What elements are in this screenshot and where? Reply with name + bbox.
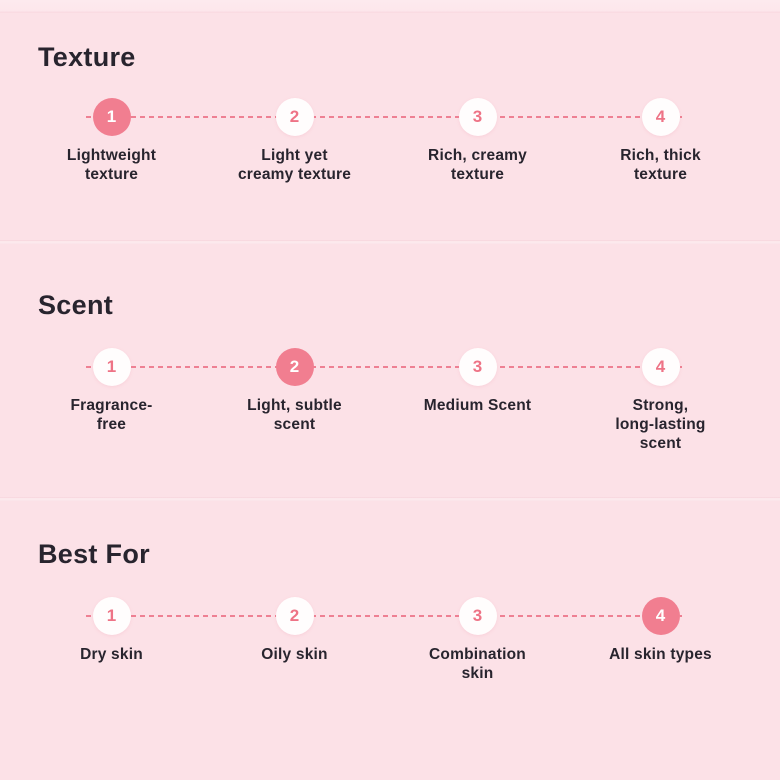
step-number: 3	[472, 107, 483, 126]
step-label: Oily skin	[261, 646, 328, 663]
section-title-scent: Scent	[38, 290, 114, 320]
step-item: 4 Rich, thick texture	[569, 98, 752, 184]
step-item: 1 Fragrance- free	[20, 348, 203, 453]
section-texture: Texture 1 Lightweight texture 2 Light ye…	[0, 0, 780, 240]
step-number: 4	[655, 357, 666, 376]
scent-scale: 1 Fragrance- free 2 Light, subtle scent …	[0, 348, 780, 453]
section-divider	[0, 497, 780, 501]
step-circle: 4	[641, 348, 680, 386]
step-label: Rich, creamy texture	[428, 147, 527, 183]
step-item: 4 Strong, long-lasting scent	[569, 348, 752, 453]
step-number: 1	[106, 357, 117, 376]
dashed-connector-line	[86, 366, 682, 368]
step-label: Light yet creamy texture	[237, 147, 352, 183]
step-label: Fragrance- free	[70, 397, 153, 433]
section-divider	[0, 240, 780, 244]
section-title-texture: Texture	[38, 42, 136, 72]
step-item: 2 Light, subtle scent	[203, 348, 386, 453]
step-label: Strong, long-lasting scent	[615, 397, 706, 452]
step-circle: 2	[275, 597, 314, 635]
step-circle: 3	[458, 98, 497, 136]
dashed-connector-line	[86, 116, 682, 118]
texture-scale: 1 Lightweight texture 2 Light yet creamy…	[0, 98, 780, 184]
step-item: 2 Light yet creamy texture	[203, 98, 386, 184]
step-label: Dry skin	[80, 646, 143, 663]
step-item: 3 Medium Scent	[386, 348, 569, 453]
step-item: 3 Rich, creamy texture	[386, 98, 569, 184]
step-label: All skin types	[609, 646, 712, 663]
step-item: 4 All skin types	[569, 597, 752, 683]
step-item: 1 Lightweight texture	[20, 98, 203, 184]
step-number: 3	[472, 357, 483, 376]
step-item: 3 Combination skin	[386, 597, 569, 683]
step-circle: 1	[92, 597, 131, 635]
best-for-scale: 1 Dry skin 2 Oily skin 3 Combination ski…	[0, 597, 780, 683]
step-number: 2	[289, 357, 300, 376]
step-number: 1	[106, 606, 117, 625]
step-circle: 1	[92, 348, 131, 386]
step-circle: 1	[92, 98, 131, 136]
step-label: Combination skin	[429, 646, 526, 682]
step-circle: 2	[275, 98, 314, 136]
section-title-best-for: Best For	[38, 539, 150, 569]
section-best-for: Best For 1 Dry skin 2 Oily skin 3 Combin…	[0, 501, 780, 780]
section-scent: Scent 1 Fragrance- free 2 Light, subtle …	[0, 244, 780, 497]
step-circle: 2	[275, 348, 314, 386]
step-label: Rich, thick texture	[620, 147, 701, 183]
dashed-connector-line	[86, 615, 682, 617]
step-number: 4	[655, 107, 666, 126]
step-circle: 4	[641, 597, 680, 635]
step-number: 2	[289, 606, 300, 625]
step-circle: 3	[458, 348, 497, 386]
step-number: 4	[655, 606, 666, 625]
step-number: 2	[289, 107, 300, 126]
step-label: Light, subtle scent	[247, 397, 342, 433]
step-circle: 3	[458, 597, 497, 635]
step-label: Medium Scent	[423, 397, 532, 414]
step-item: 2 Oily skin	[203, 597, 386, 683]
step-number: 1	[106, 107, 117, 126]
step-number: 3	[472, 606, 483, 625]
step-circle: 4	[641, 98, 680, 136]
step-item: 1 Dry skin	[20, 597, 203, 683]
step-label: Lightweight texture	[66, 147, 157, 183]
